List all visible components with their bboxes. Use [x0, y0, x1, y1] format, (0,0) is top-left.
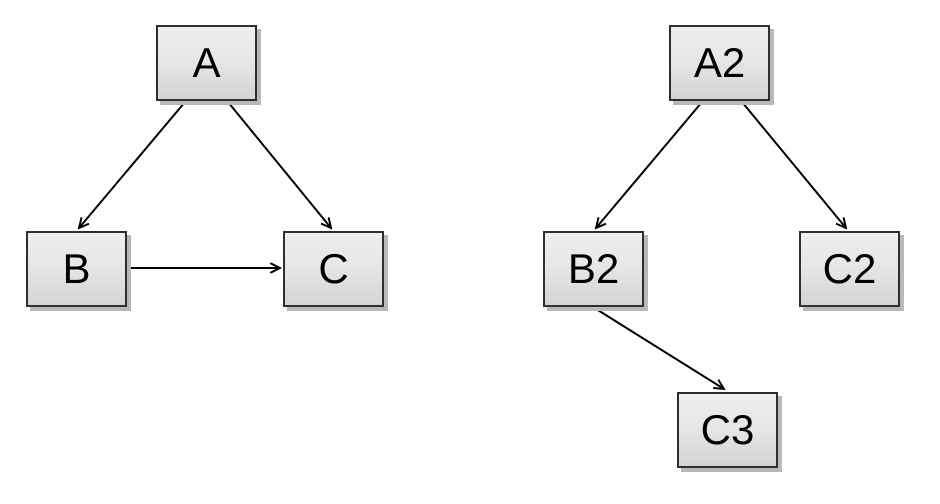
node-b[interactable]: B [26, 231, 127, 307]
edge-a-to-c [227, 101, 331, 228]
node-c3[interactable]: C3 [677, 392, 778, 468]
node-a[interactable]: A [156, 25, 257, 101]
node-a-label: A [192, 39, 221, 86]
node-c-label: C [318, 245, 349, 292]
edge-a2-to-c2 [741, 101, 846, 228]
node-c2-label: C2 [822, 245, 877, 292]
node-c2[interactable]: C2 [799, 231, 900, 307]
node-c[interactable]: C [283, 231, 384, 307]
node-c3-label: C3 [700, 406, 755, 453]
edge-a2-to-b2 [596, 101, 703, 228]
node-a2[interactable]: A2 [669, 25, 770, 101]
edge-b2-to-c3 [592, 306, 724, 389]
node-b2[interactable]: B2 [543, 231, 644, 307]
node-a2-label: A2 [693, 39, 746, 86]
node-b2-label: B2 [567, 245, 620, 292]
node-b-label: B [62, 245, 91, 292]
edge-a-to-b [79, 101, 186, 228]
